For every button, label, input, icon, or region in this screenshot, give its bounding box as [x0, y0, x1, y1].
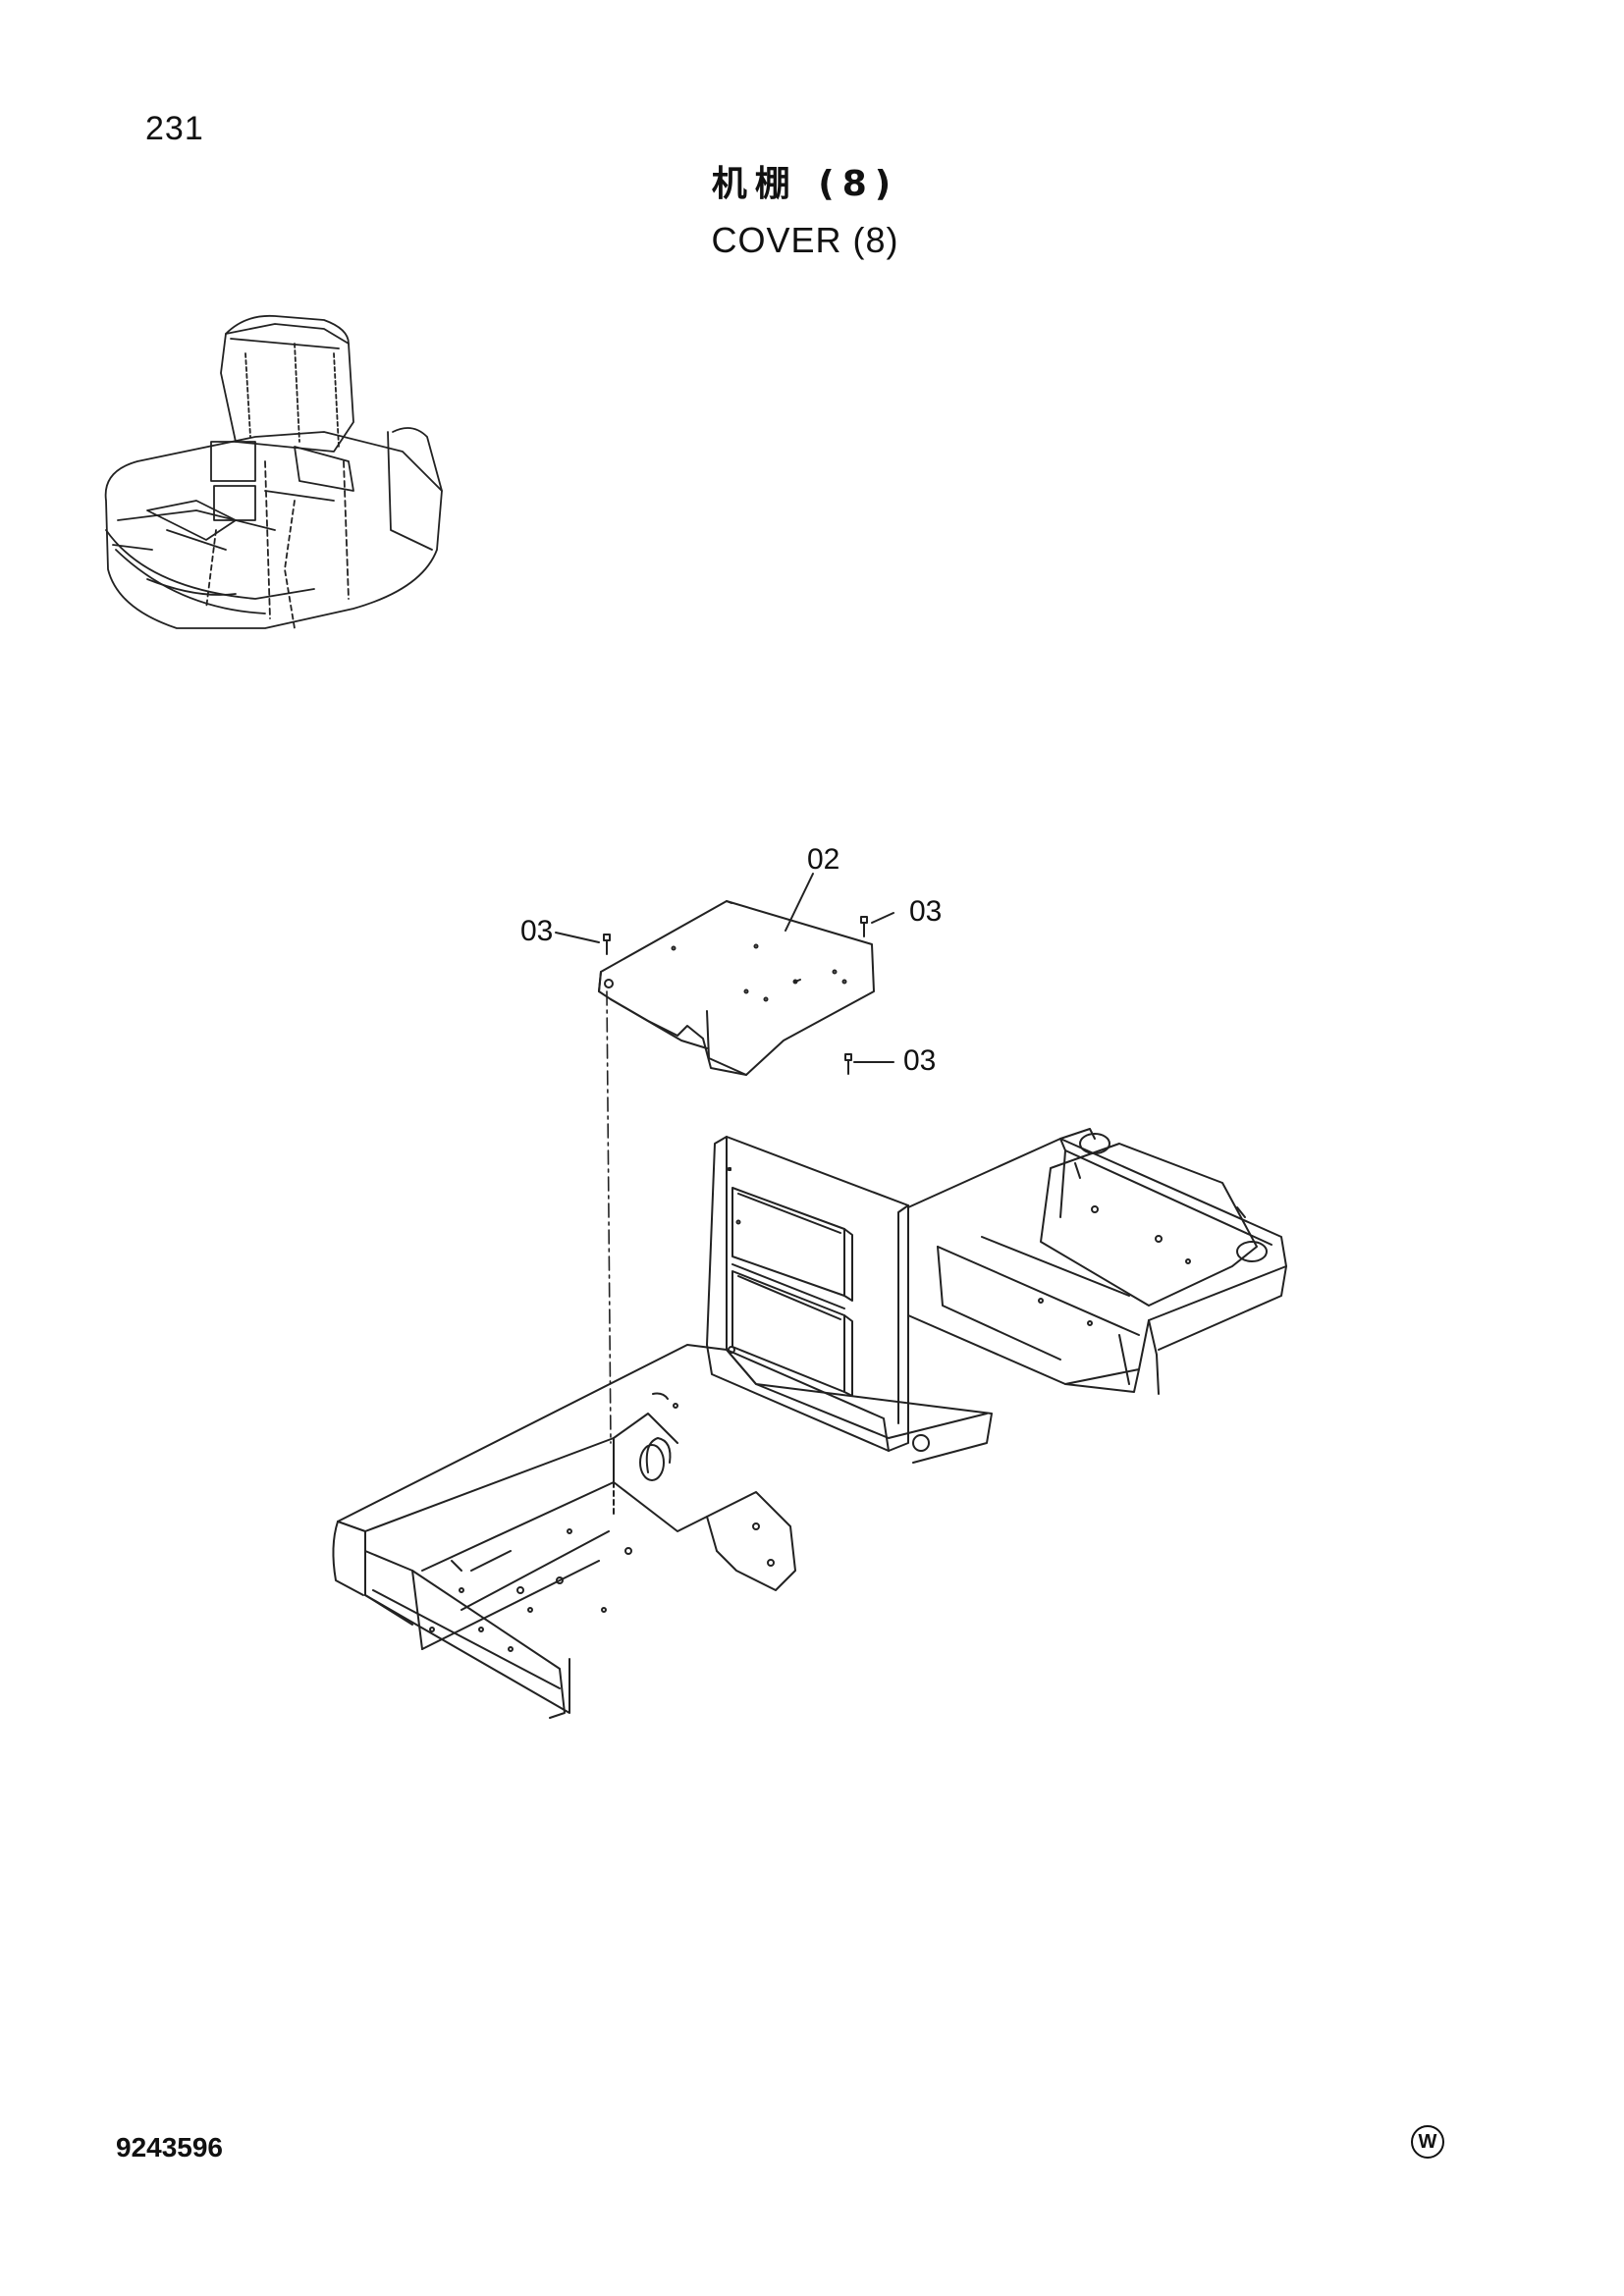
title-chinese: 机棚 (8)	[711, 164, 899, 204]
title-block: 机棚 (8) COVER (8)	[0, 155, 1610, 261]
title-english: COVER (8)	[711, 220, 899, 260]
key-map-machine	[104, 314, 443, 629]
center-panel-frame	[706, 1136, 988, 1452]
page-number: 231	[145, 110, 204, 147]
front-floor-frame	[332, 1344, 993, 1719]
callout-03-left: 03	[520, 915, 553, 947]
callout-03-lower: 03	[903, 1044, 936, 1077]
callout-02: 02	[807, 843, 839, 876]
alignment-line	[606, 990, 612, 1444]
rear-tray	[907, 1128, 1287, 1395]
leader-02	[785, 873, 814, 932]
cover-plate-02	[598, 900, 875, 1076]
leader-03-left	[555, 932, 600, 943]
callout-03-right: 03	[909, 895, 942, 928]
bolts-03	[603, 916, 868, 1075]
part-code: 9243596	[116, 2132, 224, 2163]
w-mark-symbol: W	[1411, 2125, 1444, 2159]
leader-03-right	[871, 912, 894, 924]
